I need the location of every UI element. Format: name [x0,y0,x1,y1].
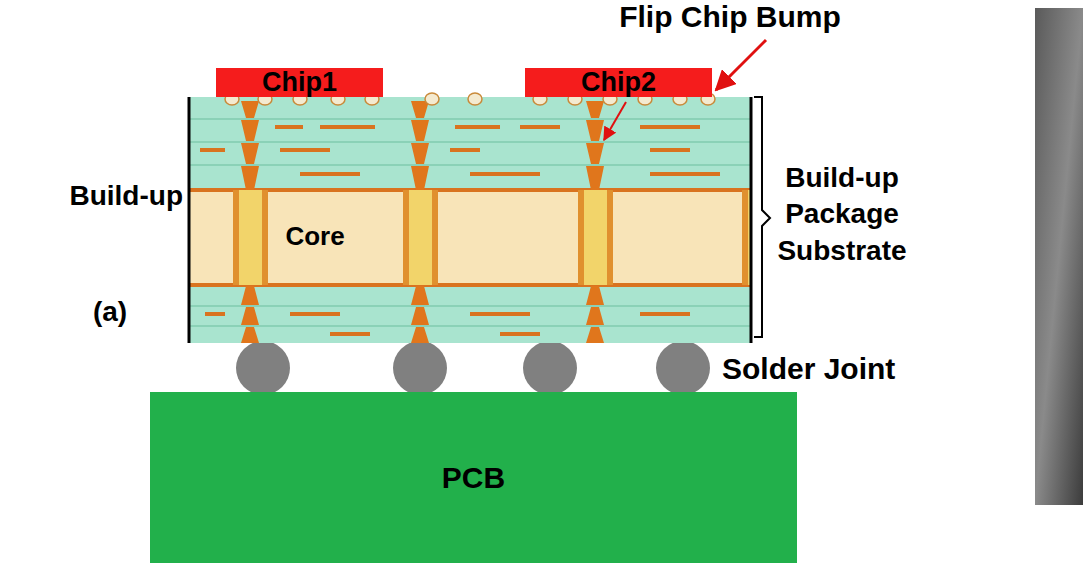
callout-label: Solder Joint [722,352,895,387]
bracket-label: Build-up Package Substrate [772,160,912,269]
plated-through-holes [233,190,752,285]
bracket [754,97,770,337]
chip-die: Chip2 [525,68,712,97]
layer-label: Core [270,222,360,252]
chip-die: Chip1 [216,68,383,97]
pointer-arrow [716,40,766,90]
layer-label: Build-up [0,180,183,212]
panel-label: (a) [80,296,140,328]
stacked-vias [241,101,604,343]
callout-label: Flip Chip Bump [560,0,900,35]
solder-balls [236,341,710,395]
pcb-board: PCB [150,392,797,563]
photo-fragment [1035,8,1083,505]
node-text: Chip1 [262,69,337,96]
package-substrate [188,93,752,343]
node-text: PCB [442,463,505,493]
node-text: Chip2 [581,69,656,96]
pointer-arrow [604,102,626,140]
